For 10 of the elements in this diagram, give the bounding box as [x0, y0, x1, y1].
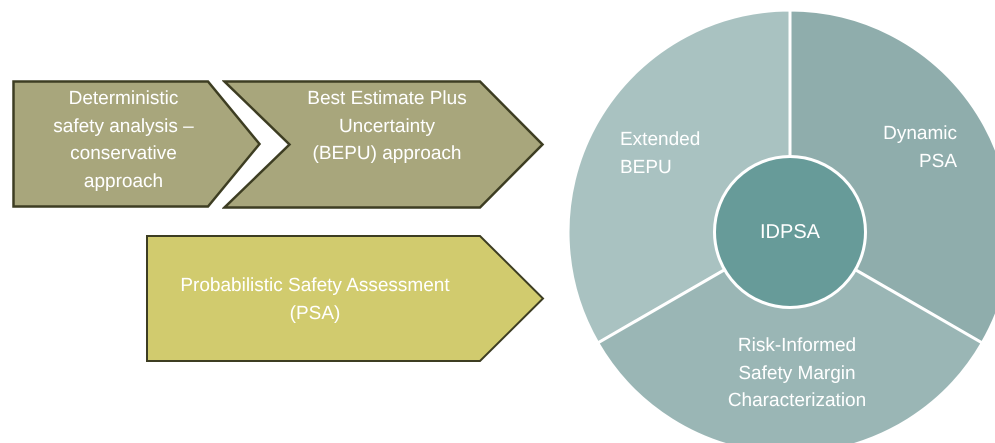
- node-label: IDPSA: [760, 220, 820, 245]
- chevron-box: [222, 79, 545, 210]
- node-label: Risk-Informed Safety Margin Characterization: [726, 334, 868, 414]
- pentagon-box: [145, 234, 545, 363]
- pentagon-box: [11, 79, 262, 209]
- node-label: Extended BEPU: [620, 128, 702, 180]
- node-label: Probabilistic Safety Assessment (PSA): [179, 274, 451, 326]
- node-label: Deterministic safety analysis – conservative approach: [52, 87, 195, 194]
- node-label: Best Estimate Plus Uncertainty (BEPU) approach: [307, 87, 467, 166]
- node-label: Dynamic PSA: [882, 122, 957, 174]
